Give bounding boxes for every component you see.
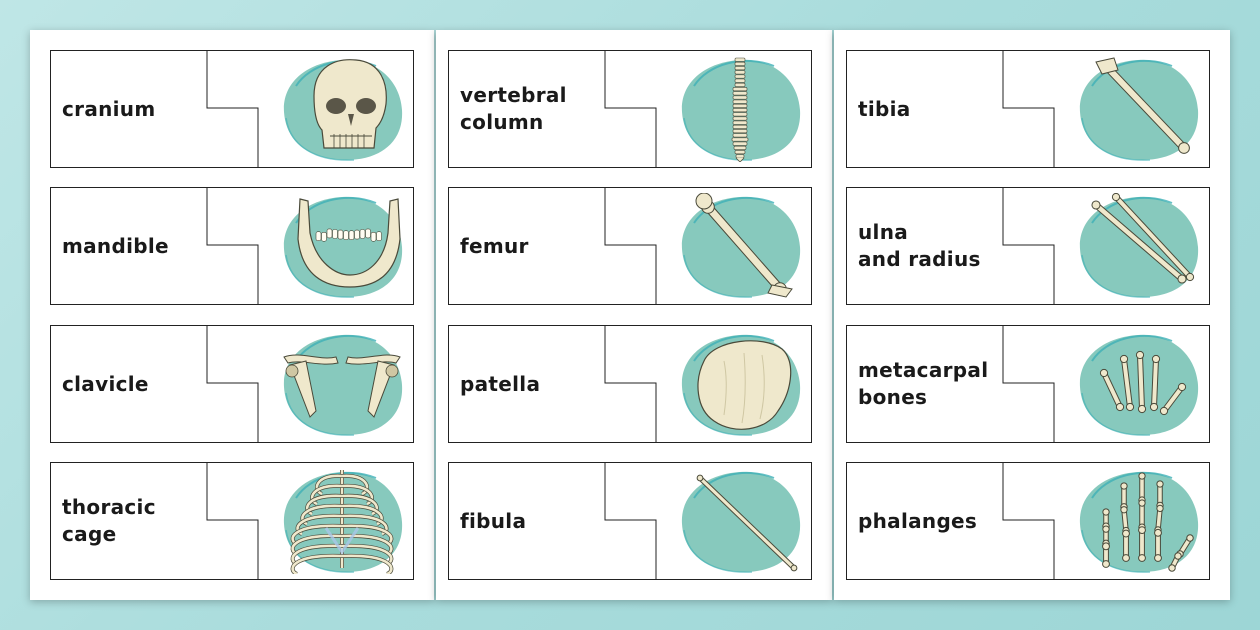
- puzzle-card: clavicle: [50, 325, 414, 443]
- clavicle-icon: [283, 334, 403, 436]
- puzzle-card: cranium: [50, 50, 414, 168]
- phalanges-icon: [1079, 471, 1199, 573]
- bone-name-label: metacarpal bones: [858, 358, 989, 409]
- metacarpal-icon: [1079, 334, 1199, 436]
- puzzle-card: femur: [448, 187, 812, 305]
- worksheet-page-2: vertebral column femur patella fibula: [436, 30, 832, 600]
- bone-name-label: clavicle: [62, 371, 149, 396]
- fibula-icon: [681, 471, 801, 573]
- worksheet-page-3: tibia ulna and radius metacarpal bones: [834, 30, 1230, 600]
- bone-name-label: phalanges: [858, 508, 978, 533]
- spine-icon: [681, 57, 801, 162]
- puzzle-card: vertebral column: [448, 50, 812, 168]
- puzzle-card: patella: [448, 325, 812, 443]
- bone-name-label: patella: [460, 371, 541, 396]
- puzzle-card: tibia: [846, 50, 1210, 168]
- tibia-icon: [1079, 57, 1199, 161]
- bone-name-label: cranium: [62, 96, 156, 121]
- mandible-icon: [283, 196, 403, 298]
- puzzle-card: phalanges: [846, 462, 1210, 580]
- bone-name-label: tibia: [858, 96, 911, 121]
- puzzle-card: metacarpal bones: [846, 325, 1210, 443]
- ribcage-icon: [283, 470, 403, 574]
- bone-name-label: thoracic cage: [62, 495, 156, 546]
- femur-icon: [681, 193, 801, 298]
- bone-name-label: vertebral column: [460, 83, 567, 134]
- puzzle-card: thoracic cage: [50, 462, 414, 580]
- bone-name-label: mandible: [62, 233, 169, 258]
- bone-name-label: fibula: [460, 508, 527, 533]
- skull-icon: [283, 59, 403, 161]
- bone-name-label: ulna and radius: [858, 220, 981, 271]
- ulna-radius-icon: [1079, 193, 1199, 298]
- bone-name-label: femur: [460, 233, 529, 258]
- puzzle-card: fibula: [448, 462, 812, 580]
- puzzle-card: mandible: [50, 187, 414, 305]
- patella-icon: [681, 334, 801, 436]
- puzzle-card: ulna and radius: [846, 187, 1210, 305]
- worksheet-page-1: cranium mandible clavicle thoracic cage: [30, 30, 434, 600]
